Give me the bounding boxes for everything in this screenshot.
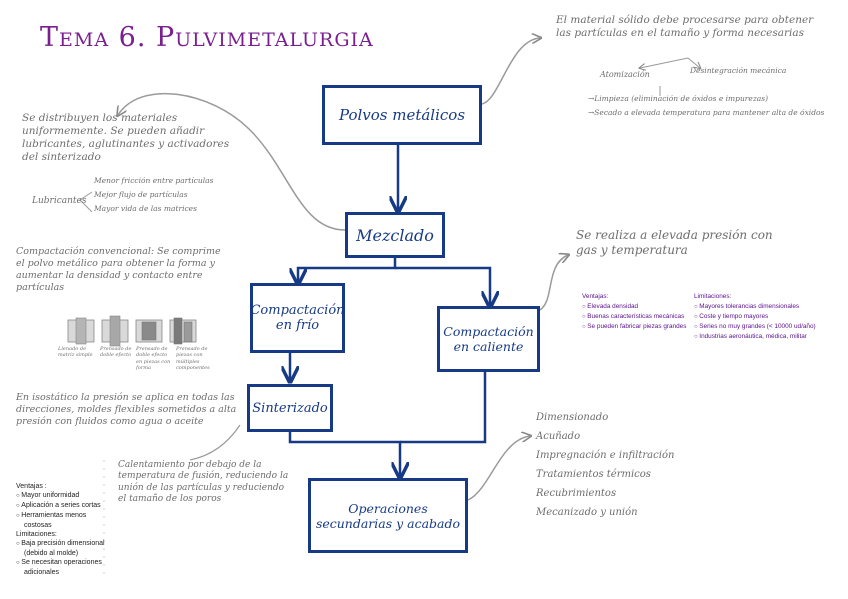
acabado-item: Recubrimientos xyxy=(536,488,617,499)
limitaciones-label: Limitaciones: xyxy=(694,293,732,300)
note-lub-1: Menor fricción entre partículas xyxy=(94,176,214,185)
ventaja-item: Se pueden fabricar piezas grandes xyxy=(582,322,692,332)
ventaja-item: Aplicación a series cortas xyxy=(21,501,106,511)
limitaciones-label: Limitaciones: xyxy=(16,531,57,538)
acabado-item: Dimensionado xyxy=(536,412,609,423)
note-limpieza: →Limpieza (eliminación de óxidos e impur… xyxy=(588,94,769,103)
note-isostatico: En isostático la presión se aplica en to… xyxy=(16,392,237,427)
note-lub-2: Mejor flujo de partículas xyxy=(94,190,188,199)
box-compactacion-caliente: Compactación en caliente xyxy=(437,306,540,372)
ventajas-limitaciones-frio: Ventajas : Mayor uniformidad Aplicación … xyxy=(16,482,106,577)
note-material-solido: El material sólido debe procesarse para … xyxy=(556,14,814,40)
ventaja-item: Mayor uniformidad xyxy=(21,491,106,501)
box-polvos-metalicos: Polvos metálicos xyxy=(322,85,482,145)
box-mezclado: Mezclado xyxy=(345,212,445,258)
ventaja-item: Buenas características mecánicas xyxy=(582,312,692,322)
figure-caption-2: Prensado de doble efecto xyxy=(100,346,132,359)
box-operaciones-secundarias: Operaciones secundarias y acabado xyxy=(308,478,468,553)
acabado-item: Impregnación e infiltración xyxy=(536,450,675,461)
note-lubricantes: Lubricantes xyxy=(32,196,87,206)
limitacion-item: Industrias aeronáutica, médica, militar xyxy=(694,332,834,342)
figure-caption-3: Prensado de doble efecto en piezas con f… xyxy=(136,346,171,371)
ventajas-label: Ventajas: xyxy=(582,293,609,300)
ventajas-label: Ventajas : xyxy=(16,483,47,490)
acabado-item: Acuñado xyxy=(536,431,581,442)
limitacion-item: Mayores tolerancias dimensionales xyxy=(694,302,834,312)
note-atomizacion: Atomización xyxy=(600,70,650,79)
figure-caption-4: Prensado de piezas con múltiples compone… xyxy=(176,346,210,371)
figure-caption-1: Llenado de matriz simple xyxy=(58,346,93,359)
note-compactacion-convencional: Compactación convencional: Se comprime e… xyxy=(16,246,221,293)
limitaciones-caliente: Limitaciones: Mayores tolerancias dimens… xyxy=(694,292,834,342)
limitacion-item: Series no muy grandes (< 10000 ud/año) xyxy=(694,322,834,332)
page-title: Tema 6. Pulvimetalurgia xyxy=(40,22,374,53)
limitacion-item: Coste y tiempo mayores xyxy=(694,312,834,322)
box-sinterizado: Sinterizado xyxy=(247,384,333,432)
note-calentamiento: Calentamiento por debajo de la temperatu… xyxy=(118,460,289,504)
note-presion-caliente: Se realiza a elevada presión con gas y t… xyxy=(576,228,773,257)
note-distribuyen: Se distribuyen los materiales uniformeme… xyxy=(22,112,230,164)
ventajas-caliente: Ventajas: Elevada densidad Buenas caract… xyxy=(582,292,692,332)
acabado-item: Mecanizado y unión xyxy=(536,507,638,518)
ventaja-item: Elevada densidad xyxy=(582,302,692,312)
list-acabados: Dimensionado Acuñado Impregnación e infi… xyxy=(536,408,674,522)
note-secado: →Secado a elevada temperatura para mante… xyxy=(588,108,825,117)
limitacion-item: Baja precisión dimensional (debido al mo… xyxy=(21,539,106,558)
ventaja-item: Herramientas menos costosas xyxy=(21,511,106,530)
limitacion-item: Se necesitan operaciones adicionales xyxy=(21,558,106,577)
acabado-item: Tratamientos térmicos xyxy=(536,469,651,480)
note-desintegracion: Desintegración mecánica xyxy=(690,66,787,75)
box-compactacion-frio: Compactación en frío xyxy=(250,283,345,353)
note-lub-3: Mayor vida de las matrices xyxy=(94,204,197,213)
compaction-figures xyxy=(67,315,197,347)
